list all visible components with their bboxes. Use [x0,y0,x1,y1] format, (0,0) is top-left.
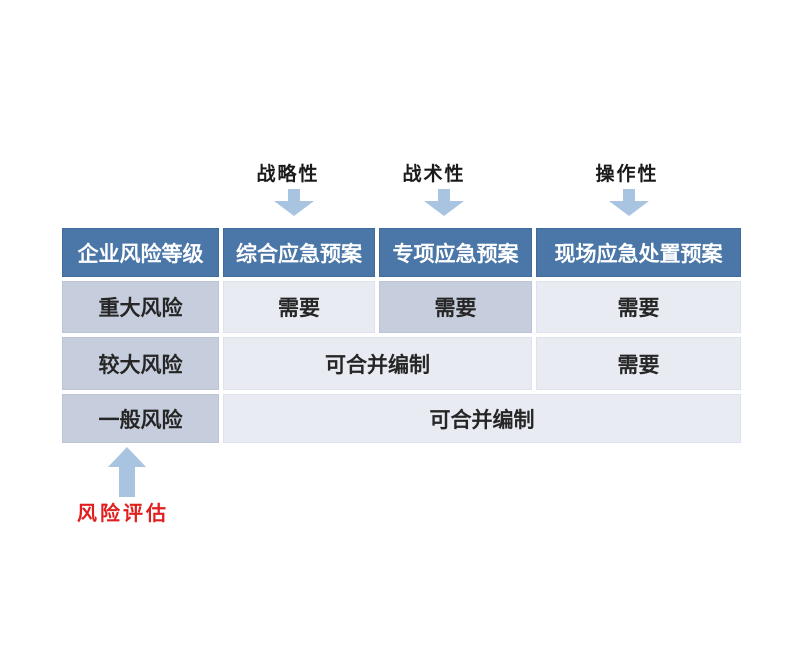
row-larger-onsite-cell: 需要 [536,337,741,390]
risk-plan-table: 企业风险等级 综合应急预案 专项应急预案 现场应急处置预案 重大风险 需要 需要… [62,228,741,443]
row-major-onsite-cell: 需要 [536,281,741,333]
arrow-down-strategic-icon [274,189,314,216]
arrow-down-shape [609,189,649,216]
label-tactical: 战术性 [402,163,466,185]
arrow-down-shape [424,189,464,216]
row-larger-combined-cell: 可合并编制 [223,337,532,390]
risk-assessment-label: 风险评估 [77,501,169,525]
header-onsite-plan: 现场应急处置预案 [536,228,741,277]
arrow-down-shape [274,189,314,216]
row-general-risk-level: 一般风险 [62,394,219,443]
arrow-up-risk-assessment-icon [108,447,146,497]
header-special-plan: 专项应急预案 [379,228,532,277]
row-major-comprehensive-cell: 需要 [223,281,375,333]
arrow-up-shape [108,447,146,497]
label-strategic: 战略性 [256,163,320,185]
label-operational: 操作性 [595,163,659,185]
header-comprehensive-plan: 综合应急预案 [223,228,375,277]
arrow-down-tactical-icon [424,189,464,216]
row-major-special-cell-highlighted: 需要 [379,281,532,333]
row-general-combined-cell: 可合并编制 [223,394,741,443]
header-risk-level: 企业风险等级 [62,228,219,277]
row-major-risk-level: 重大风险 [62,281,219,333]
row-larger-risk-level: 较大风险 [62,337,219,390]
arrow-down-operational-icon [609,189,649,216]
